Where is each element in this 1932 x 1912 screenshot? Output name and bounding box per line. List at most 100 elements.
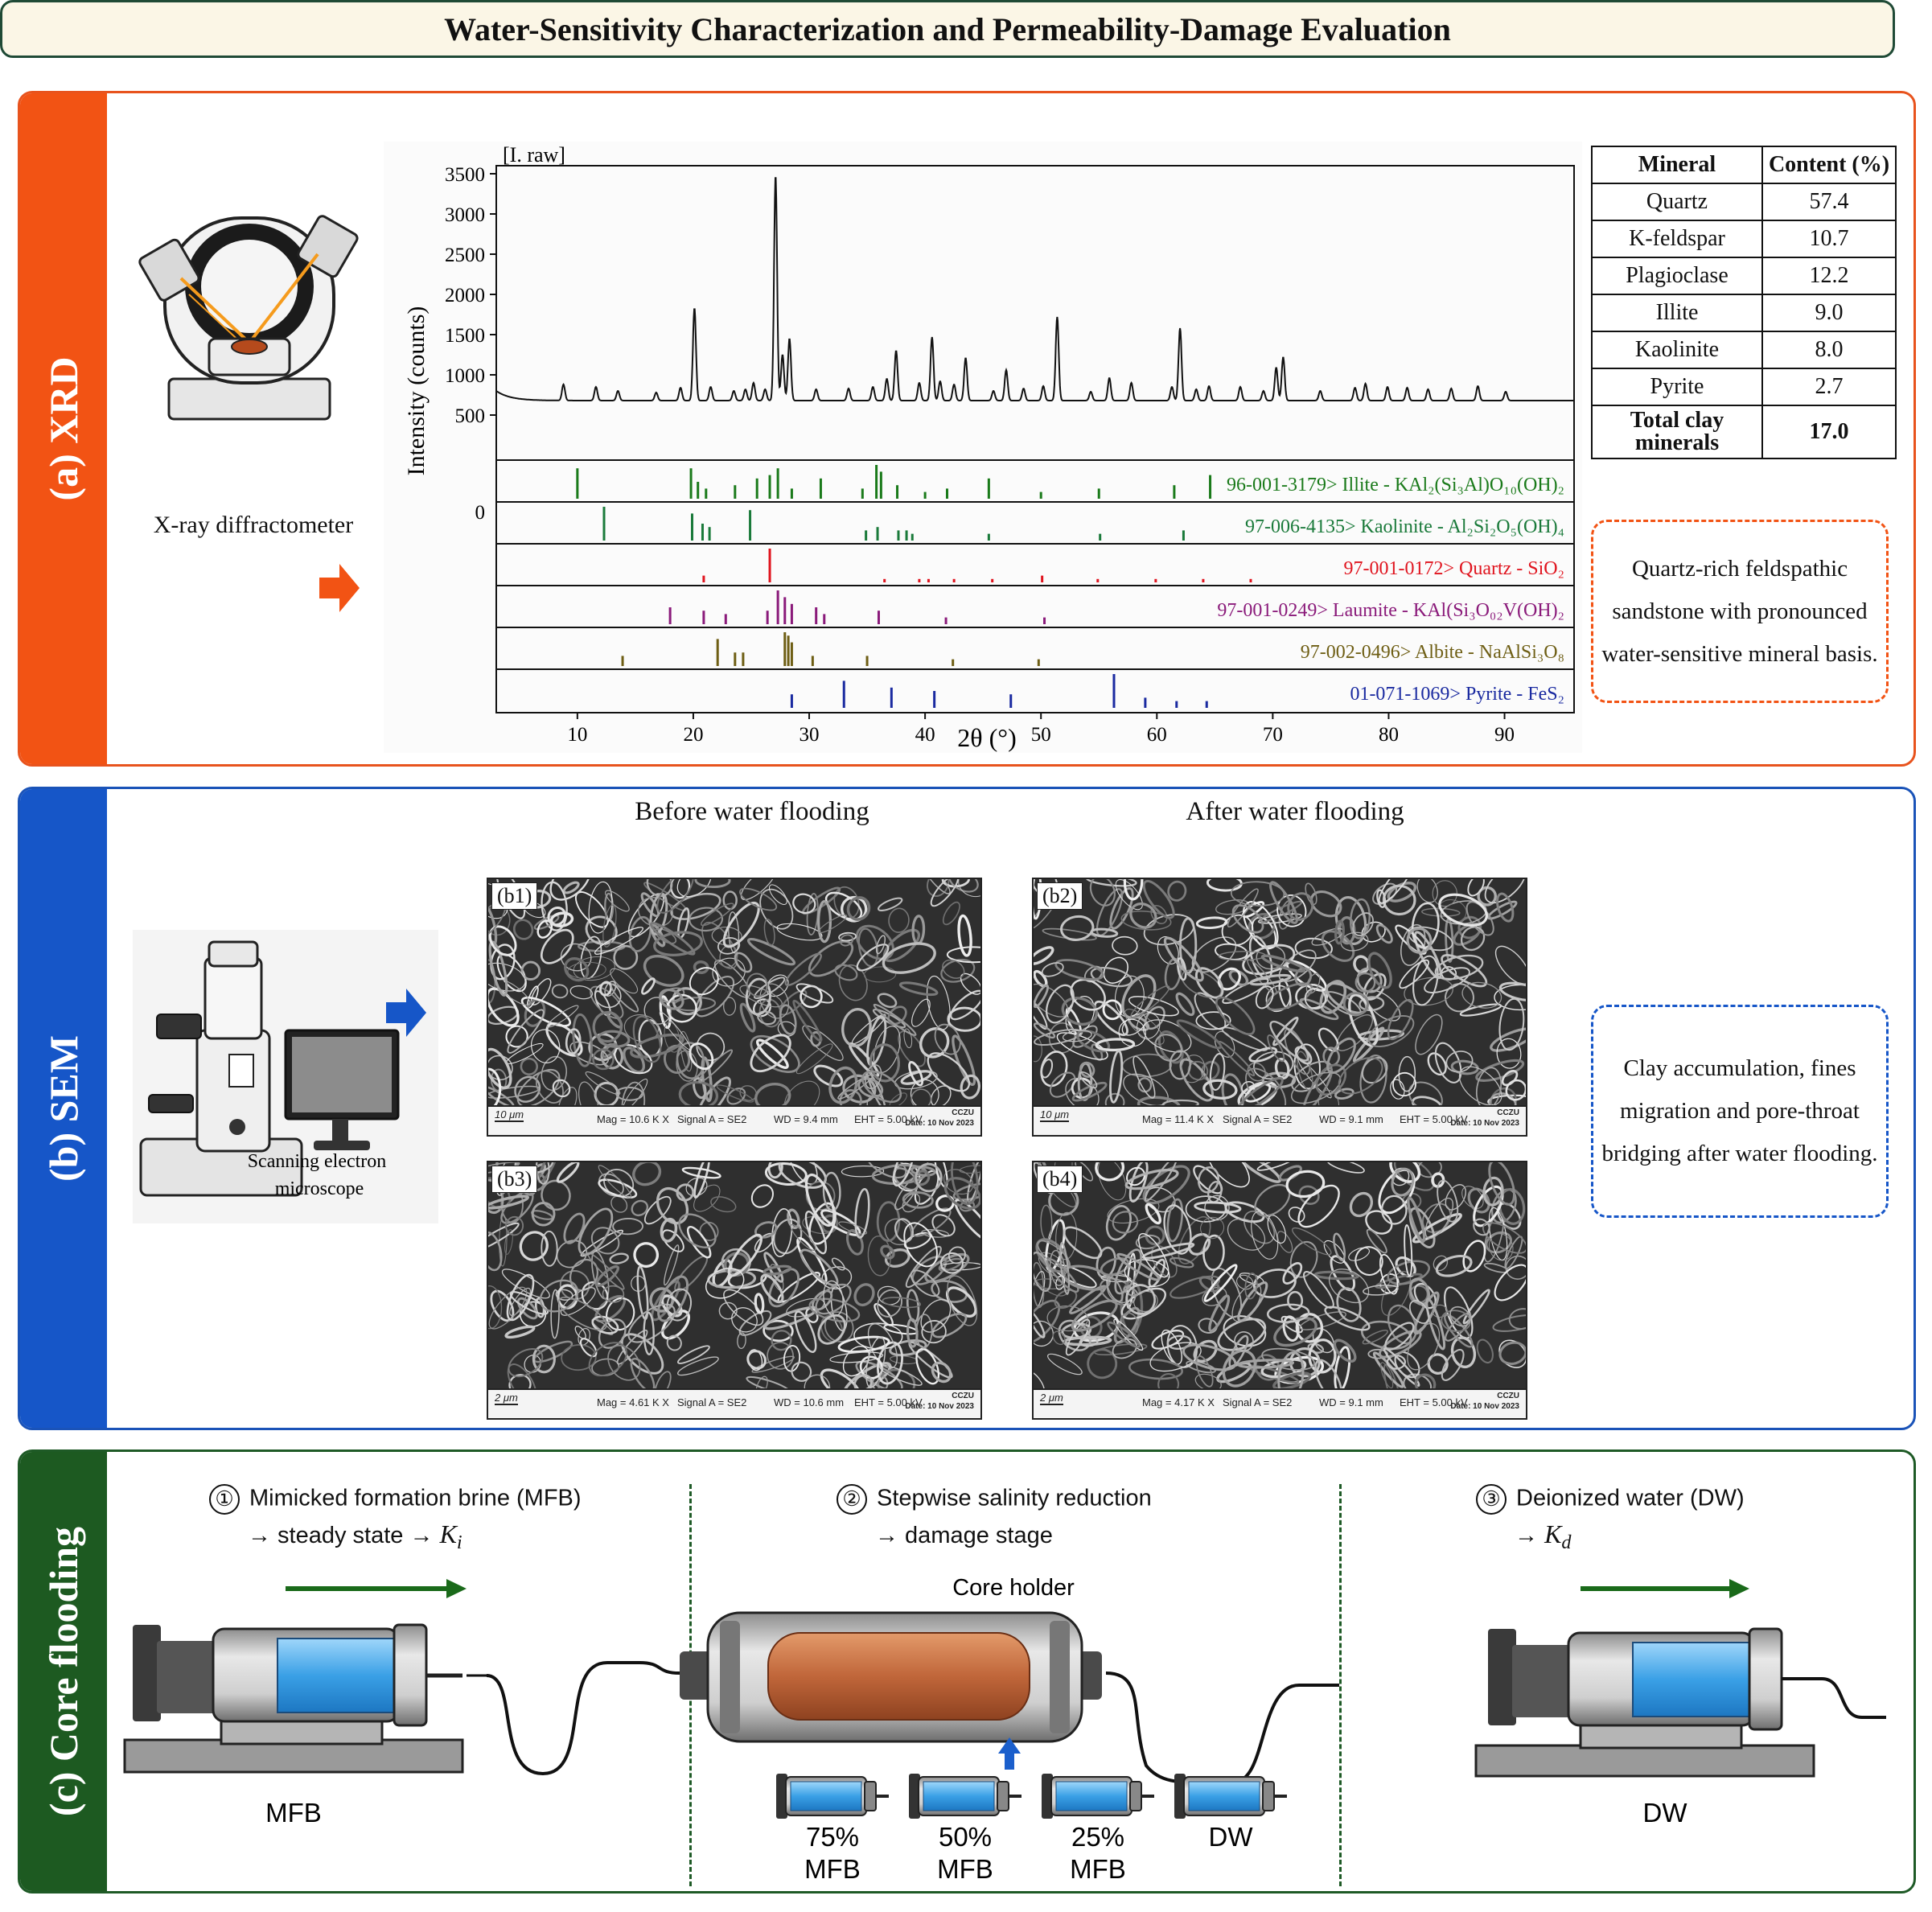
salinity-syringe <box>909 1774 1021 1819</box>
y-tick-label: 1000 <box>445 365 485 387</box>
syringe-label-fluid: MFB <box>937 1854 993 1884</box>
sem-texture <box>488 1162 980 1389</box>
sem-scale-bar: 10 μm <box>1040 1108 1070 1122</box>
sem-eht: EHT = 5.00 kV <box>854 1113 923 1125</box>
left-syringe-pump <box>123 1623 487 1774</box>
total-clay-label: Total clay minerals <box>1591 405 1763 459</box>
mineral-content: 8.0 <box>1761 331 1897 369</box>
sem-scale-bar: 10 μm <box>495 1108 524 1122</box>
flow-arrow-left <box>286 1579 467 1598</box>
sem-magnification: Mag = 11.4 K X <box>1142 1113 1215 1125</box>
y-tick-label: 2500 <box>445 245 485 266</box>
sem-image-tag: (b1) <box>491 882 538 910</box>
step-number: ① <box>209 1484 240 1515</box>
sem-working-distance: WD = 9.1 mm <box>1319 1113 1383 1125</box>
left-pump-label: MFB <box>265 1798 322 1828</box>
syringe-label-percent: 75% <box>806 1822 859 1852</box>
core-flooding-panel-label: (c) Core flooding <box>41 1526 86 1817</box>
sem-panel-label: (b) SEM <box>41 1035 86 1182</box>
mineral-name: K-feldspar <box>1591 220 1763 258</box>
mineral-name: Kaolinite <box>1591 331 1763 369</box>
x-tick-label: 70 <box>1263 724 1283 746</box>
sem-scale-bar: 2 μm <box>1040 1392 1063 1405</box>
reference-pattern-label: 96-001-3179> Illite - KAl₂(Si₃Al)O₁₀(OH)… <box>1227 475 1564 495</box>
scanning-electron-microscope-illustration: Scanning electron microscope <box>133 930 438 1223</box>
arrow-right-icon <box>386 989 426 1037</box>
sem-working-distance: WD = 9.4 mm <box>774 1113 838 1125</box>
sem-signal: Signal A = SE2 <box>1223 1396 1293 1408</box>
sem-texture <box>488 879 980 1106</box>
sem-texture <box>1034 1162 1526 1389</box>
mineral-column-header: Mineral <box>1591 146 1763 184</box>
figure-title: Water-Sensitivity Characterization and P… <box>0 0 1895 58</box>
sem-working-distance: WD = 9.1 mm <box>1319 1396 1383 1408</box>
x-ray-diffractometer-illustration <box>138 215 359 421</box>
injection-arrow-up <box>998 1737 1021 1770</box>
total-clay-value: 17.0 <box>1761 405 1897 459</box>
xrd-chart-title: [I. raw] <box>503 143 565 167</box>
arrow-right-icon <box>319 564 360 612</box>
y-tick-label: 3000 <box>445 204 485 226</box>
sem-scale-bar: 2 μm <box>495 1392 518 1405</box>
xrd-x-axis-label: 2θ (°) <box>957 723 1016 752</box>
syringe-label-fluid: MFB <box>804 1854 861 1884</box>
mineral-name: Pyrite <box>1591 368 1763 406</box>
xrd-intensity-trace <box>495 177 1574 401</box>
core-sample <box>767 1632 1030 1721</box>
sem-eht: EHT = 5.00 kV <box>1400 1113 1468 1125</box>
y-tick-label: 2000 <box>445 285 485 306</box>
x-tick-label: 80 <box>1379 724 1399 746</box>
xrd-plot-frame <box>495 165 1575 713</box>
diffractometer-label: X-ray diffractometer <box>153 512 354 538</box>
right-pump-label: DW <box>1643 1798 1688 1828</box>
y-tick-label: 0 <box>475 502 486 524</box>
core-holder-label: Core holder <box>952 1575 1075 1601</box>
core-holder <box>680 1611 1102 1743</box>
sem-magnification: Mag = 10.6 K X <box>597 1113 669 1125</box>
mineral-content: 57.4 <box>1761 183 1897 221</box>
sem-image-tag: (b2) <box>1037 882 1083 910</box>
y-tick-label: 3500 <box>445 164 485 186</box>
sem-side-bar: (b) SEM <box>20 789 107 1428</box>
mineral-content: 12.2 <box>1761 257 1897 295</box>
sem-micrograph: (b2) 10 μm Mag = 11.4 K X Signal A = SE2 WD … <box>1032 878 1527 1137</box>
xrd-summary-note: Quartz-rich feldspathic sandstone with p… <box>1591 520 1889 703</box>
salinity-syringe <box>1042 1774 1154 1819</box>
step-number: ③ <box>1476 1484 1507 1515</box>
y-tick-label: 500 <box>455 405 486 427</box>
x-tick-label: 50 <box>1031 724 1051 746</box>
xrd-panel-label: (a) XRD <box>41 356 86 501</box>
mineral-content: 10.7 <box>1761 220 1897 258</box>
sem-signal: Signal A = SE2 <box>1223 1113 1293 1125</box>
sem-signal: Signal A = SE2 <box>677 1396 747 1408</box>
sem-summary-note: Clay accumulation, fines migration and p… <box>1591 1005 1889 1218</box>
reference-pattern-label: 97-001-0249> Laumite - KAl(Si₃O₀₂V(OH)₂ <box>1217 600 1564 621</box>
stage-divider <box>1339 1484 1342 1886</box>
reference-pattern-label: 97-001-0172> Quartz - SiO₂ <box>1343 558 1564 579</box>
x-tick-label: 30 <box>800 724 820 746</box>
sem-image-tag: (b4) <box>1037 1166 1083 1193</box>
mineral-name: Illite <box>1591 294 1763 332</box>
core-flooding-side-bar: (c) Core flooding <box>20 1452 107 1891</box>
mineral-name: Plagioclase <box>1591 257 1763 295</box>
sem-panel: (b) SEM Scanning electron microscope Bef… <box>18 787 1916 1430</box>
x-tick-label: 40 <box>915 724 935 746</box>
mineral-content: 2.7 <box>1761 368 1897 406</box>
sem-magnification: Mag = 4.17 K X <box>1142 1396 1215 1408</box>
syringe-label-percent: DW <box>1209 1822 1254 1852</box>
